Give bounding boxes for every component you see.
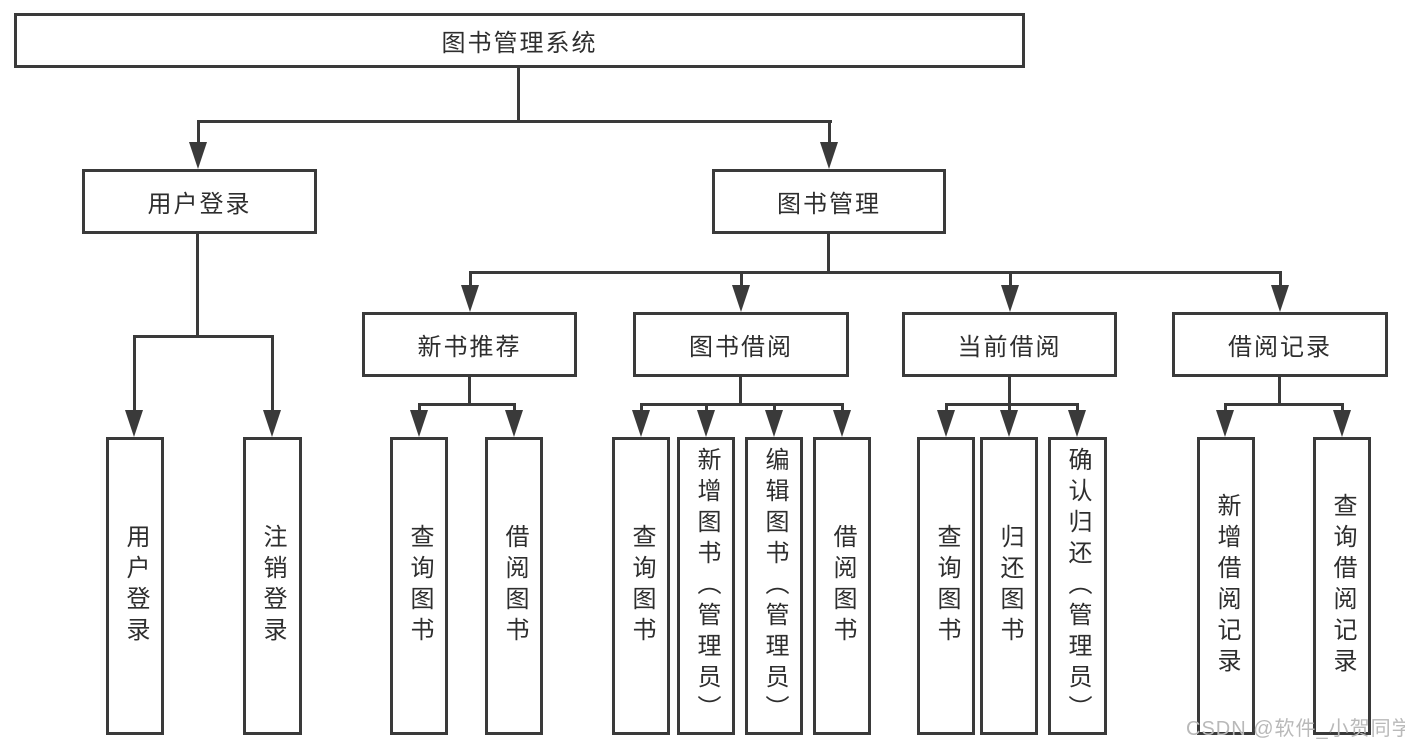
connector (1278, 375, 1281, 406)
node-label: 查询图书 (933, 524, 960, 648)
node-label: 查询借阅记录 (1329, 493, 1356, 679)
arrowhead-down-icon (1270, 271, 1290, 312)
connector (640, 403, 844, 406)
connector (133, 335, 274, 338)
node-label: 用户登录 (147, 191, 252, 218)
node-label: 借阅图书 (829, 524, 856, 648)
node-label: 图书管理 (777, 191, 881, 218)
arrowhead-down-icon (262, 335, 282, 437)
node-current-borrowing: 当前借阅 (902, 312, 1117, 377)
node-label: 用户登录 (122, 524, 149, 648)
csdn-watermark: CSDN @软件_小贺同学 (1186, 718, 1405, 740)
leaf-confirm-return-admin: 确认归还（管理员） (1048, 437, 1107, 735)
node-root-library-system: 图书管理系统 (14, 13, 1025, 68)
node-label: 当前借阅 (957, 334, 1062, 361)
arrowhead-down-icon (188, 120, 208, 169)
connector (468, 375, 471, 406)
connector (827, 234, 830, 274)
arrowhead-down-icon (409, 403, 429, 437)
arrowhead-down-icon (1067, 403, 1087, 437)
leaf-return-books: 归还图书 (980, 437, 1038, 735)
leaf-query-books-borrowing: 查询图书 (612, 437, 670, 735)
arrowhead-down-icon (832, 403, 852, 437)
leaf-borrow-books-recommend: 借阅图书 (485, 437, 543, 735)
arrowhead-down-icon (504, 403, 524, 437)
leaf-edit-books-admin: 编辑图书（管理员） (745, 437, 803, 735)
arrowhead-down-icon (819, 120, 839, 169)
node-label: 确认归还（管理员） (1064, 446, 1091, 726)
connector (517, 68, 520, 123)
arrowhead-down-icon (1215, 403, 1235, 437)
arrowhead-down-icon (999, 403, 1019, 437)
connector (196, 234, 199, 338)
arrowhead-down-icon (631, 403, 651, 437)
leaf-query-books-current: 查询图书 (917, 437, 975, 735)
leaf-user-login: 用户登录 (106, 437, 164, 735)
node-label: 借阅图书 (501, 524, 528, 648)
connector (197, 120, 832, 123)
node-borrowing-records: 借阅记录 (1172, 312, 1388, 377)
node-label: 新增借阅记录 (1213, 493, 1240, 679)
arrowhead-down-icon (764, 403, 784, 437)
connector (1224, 403, 1344, 406)
node-label: 编辑图书（管理员） (761, 446, 788, 726)
node-label: 注销登录 (259, 524, 286, 648)
leaf-add-borrow-record: 新增借阅记录 (1197, 437, 1255, 735)
leaf-borrow-books: 借阅图书 (813, 437, 871, 735)
arrowhead-down-icon (1332, 403, 1352, 437)
leaf-logout: 注销登录 (243, 437, 302, 735)
leaf-query-books-recommend: 查询图书 (390, 437, 448, 735)
node-label: 新增图书（管理员） (693, 446, 720, 726)
node-new-book-recommend: 新书推荐 (362, 312, 577, 377)
node-label: 归还图书 (996, 524, 1023, 648)
arrowhead-down-icon (696, 403, 716, 437)
node-label: 借阅记录 (1228, 334, 1332, 361)
node-label: 图书管理系统 (441, 30, 598, 57)
connector (1008, 375, 1011, 406)
leaf-add-books-admin: 新增图书（管理员） (677, 437, 735, 735)
arrowhead-down-icon (124, 335, 144, 437)
arrowhead-down-icon (936, 403, 956, 437)
arrowhead-down-icon (731, 271, 751, 312)
node-label: 查询图书 (406, 524, 433, 648)
leaf-query-borrow-record: 查询借阅记录 (1313, 437, 1371, 735)
arrowhead-down-icon (1000, 271, 1020, 312)
connector (469, 271, 1282, 274)
node-label: 新书推荐 (417, 334, 522, 361)
node-label: 图书借阅 (689, 334, 793, 361)
connector (418, 403, 516, 406)
arrowhead-down-icon (460, 271, 480, 312)
connector (945, 403, 1079, 406)
connector (739, 375, 742, 406)
node-user-login: 用户登录 (82, 169, 317, 234)
node-book-management: 图书管理 (712, 169, 946, 234)
node-label: 查询图书 (628, 524, 655, 648)
node-book-borrowing: 图书借阅 (633, 312, 849, 377)
